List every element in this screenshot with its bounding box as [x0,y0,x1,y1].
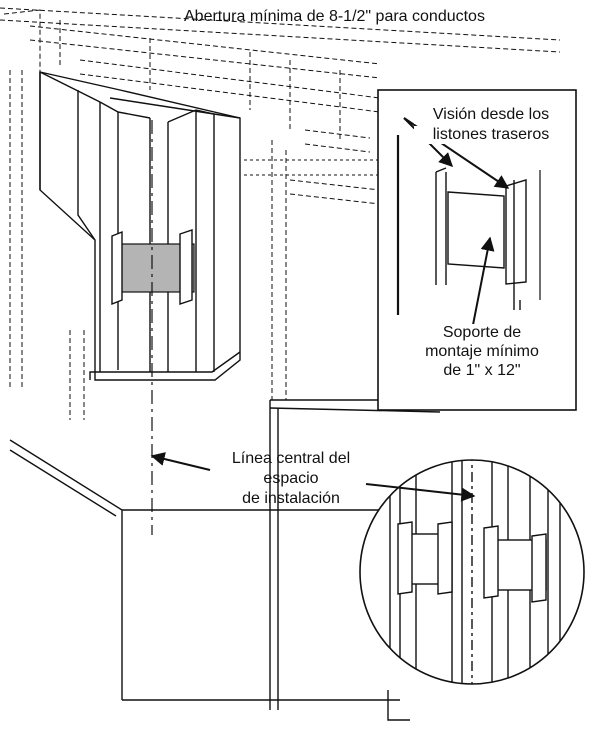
right-cabinet [269,399,441,721]
bracket-label-line1: Soporte de [395,324,569,342]
inset-view-label-line2: listones traseros [414,126,568,144]
arrows [150,117,510,502]
ceiling-joists [0,7,561,420]
left-cabinet [9,439,400,701]
centerline-label-line3: de instalación [242,490,340,507]
arrow-to-centerline [150,452,211,471]
inset-leader-lines [244,159,378,176]
bracket-label-line3: de 1" x 12" [395,362,569,380]
arrow-to-bracket [471,236,495,331]
mounting-bracket [111,229,195,306]
inset-view-label-line1: Visión desde los [414,106,568,124]
centerline-label-line2: espacio [263,470,319,487]
magnified-view [359,459,585,685]
bracket-label-line2: montaje mínimo [395,343,569,361]
duct-opening-caption: Abertura mínima de 8-1/2" para conductos [184,8,485,25]
arrow-to-magnified-centerline [365,483,476,502]
centerline-label-line1: Línea central del [231,450,351,467]
